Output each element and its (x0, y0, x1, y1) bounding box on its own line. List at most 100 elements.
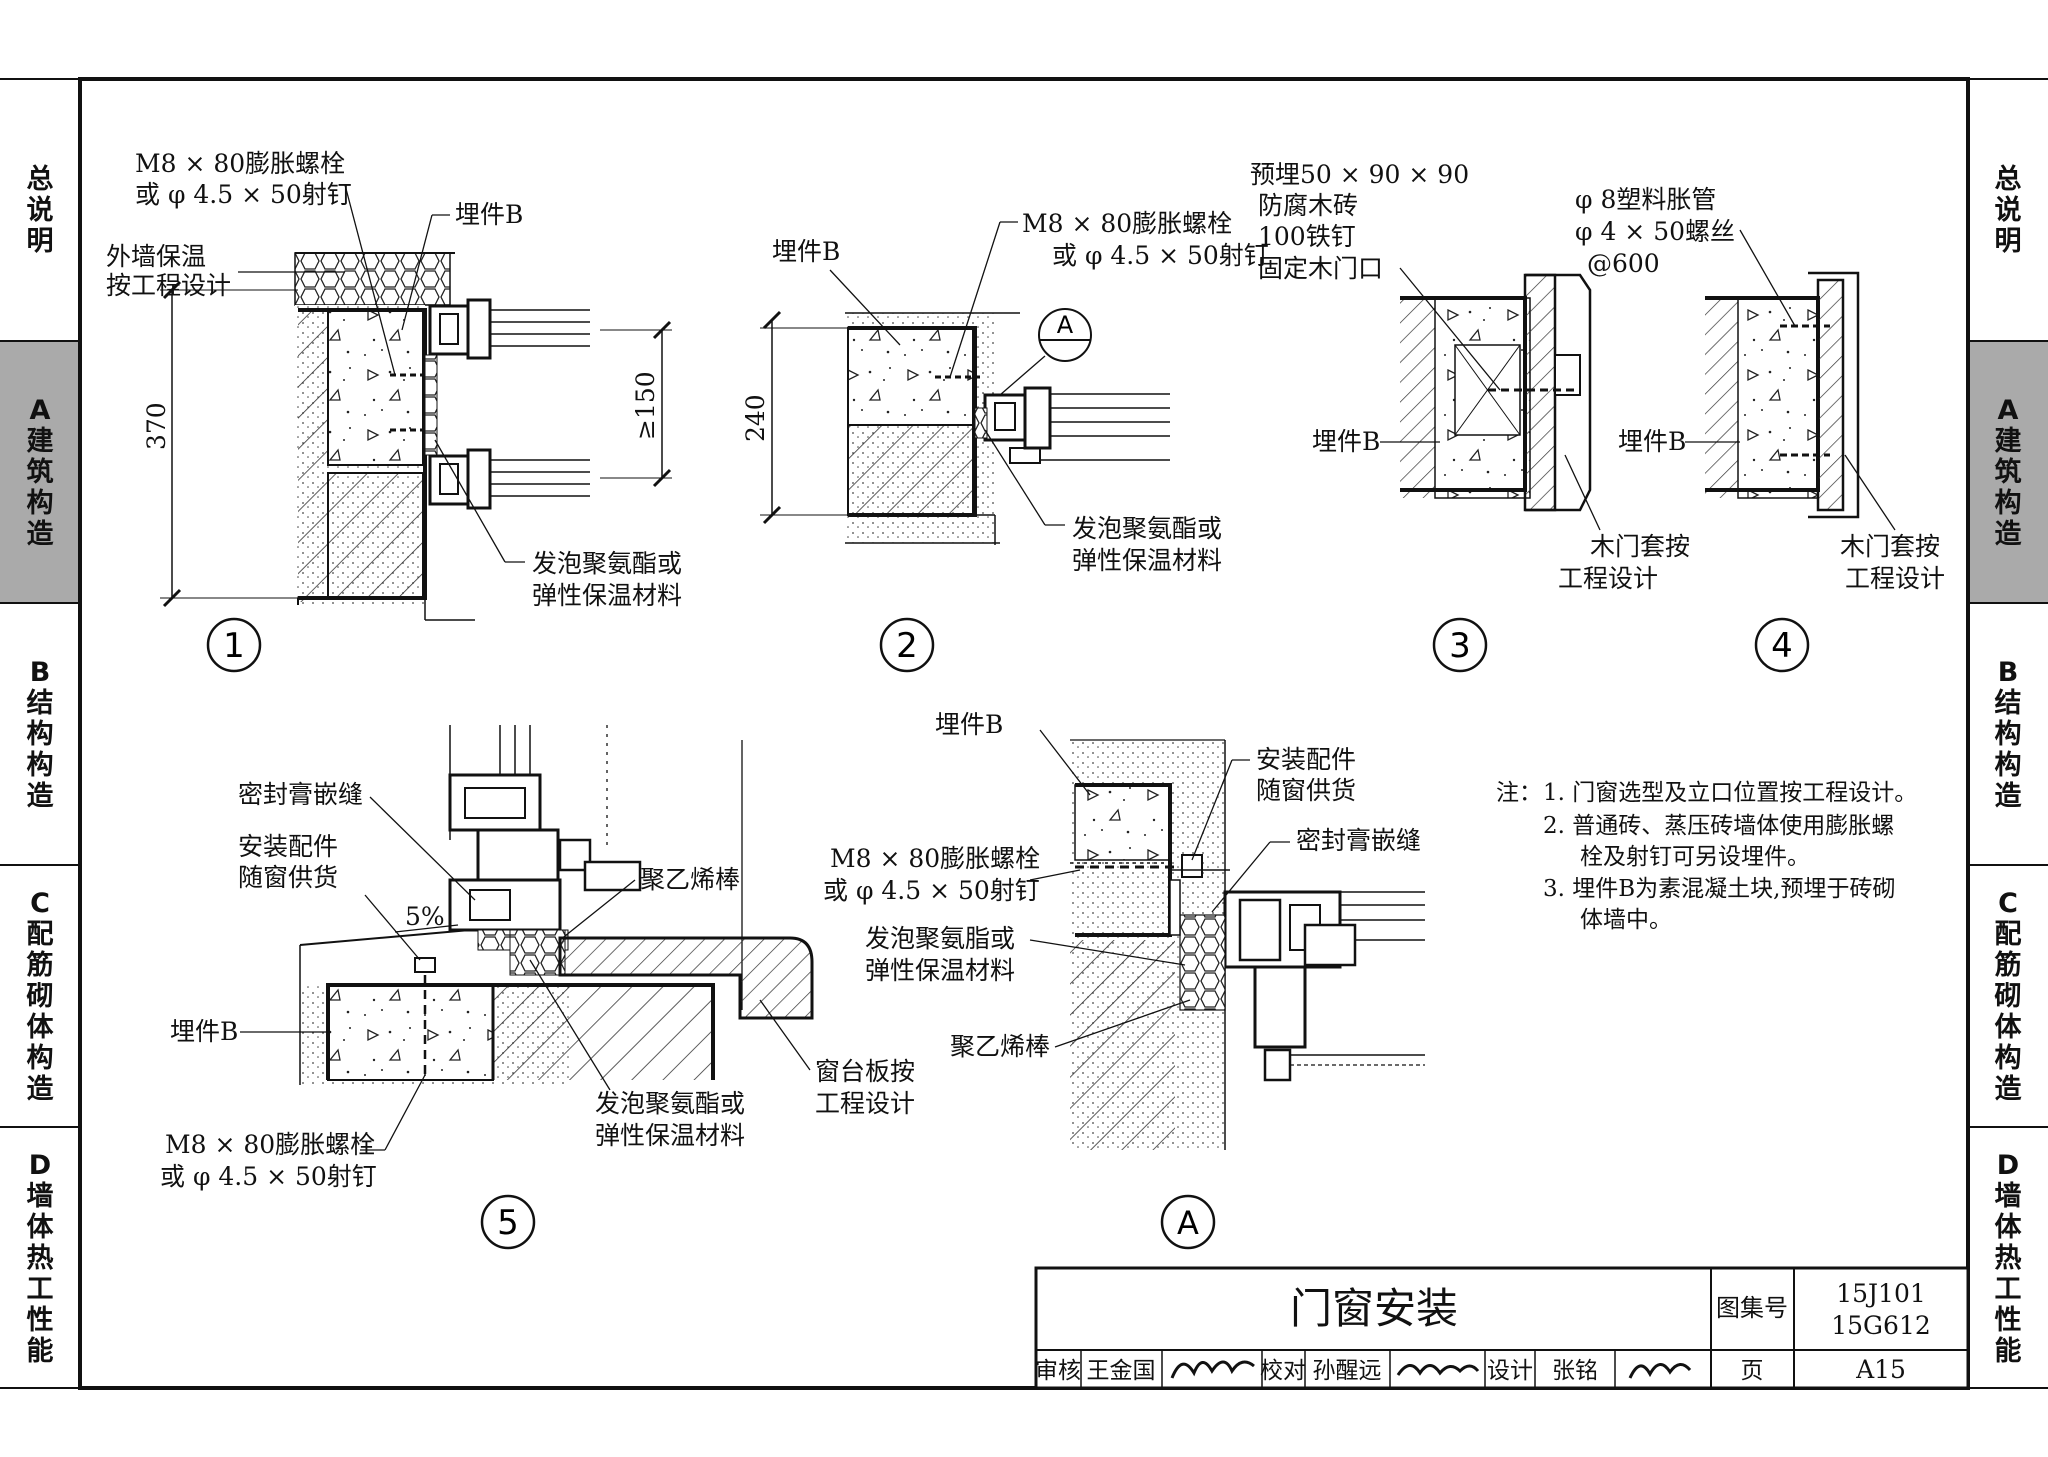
detail-5: 密封膏嵌缝 安装配件 随窗供货 5% 聚乙烯棒 埋件B 窗台板按 工程设计 发泡… (160, 725, 915, 1250)
note-3b: 体墙中。 (1580, 907, 1672, 933)
svg-text:2: 2 (896, 626, 918, 666)
embed-block-b-a (1074, 784, 1171, 861)
side-tab-general-right[interactable]: 总说明 (1994, 163, 2022, 257)
label-foam-5a: 发泡聚氨酯或 (595, 1089, 745, 1118)
label-3-line4: 固定木门口 (1258, 254, 1383, 283)
label-3-line3: 100铁钉 (1258, 222, 1356, 251)
window-sill-board (558, 936, 814, 1020)
label-pe-rod-a: 聚乙烯棒 (950, 1032, 1050, 1061)
label-foam-2b: 弹性保温材料 (1072, 546, 1222, 575)
label-sill-5b: 工程设计 (815, 1089, 915, 1118)
label-foam-a1: 发泡聚氨脂或 (865, 924, 1015, 953)
svg-text:1: 1 (223, 626, 245, 666)
label-bolt-5b: 或 φ 4.5 × 50射钉 (160, 1162, 377, 1191)
note-1: 1. 门窗选型及立口位置按工程设计。 (1543, 780, 1917, 806)
window-frame-lower (428, 448, 590, 510)
detail-4: φ 8塑料胀管 φ 4 × 50螺丝 @600 埋件B 木门套按 工程设计 4 (1575, 185, 1945, 673)
label-pe-rod-5: 聚乙烯棒 (640, 865, 740, 894)
detail-2: A 240 埋件B M8 × 80膨胀螺栓 或 φ 4.5 × 50射钉 发泡聚… (741, 209, 1269, 673)
detail-number-5 (480, 1194, 536, 1250)
notes-prefix: 注： (1496, 780, 1542, 806)
label-insul-1a: 外墙保温 (106, 242, 206, 271)
label-embed-4: 埋件B (1618, 427, 1686, 456)
design-label: 设计 (1487, 1358, 1533, 1384)
embed-block-b-2 (847, 327, 974, 426)
window-frame-a (1223, 890, 1425, 1082)
dim-370: 370 (142, 402, 171, 450)
label-embed-2: 埋件B (772, 237, 840, 266)
embed-block-b (327, 309, 424, 466)
dim-150: ≥150 (631, 371, 660, 440)
label-4-line2: φ 4 × 50螺丝 (1575, 217, 1735, 246)
svg-text:A: A (1057, 311, 1074, 339)
label-4-line3: @600 (1587, 249, 1660, 278)
detail-number-4 (1754, 617, 1810, 673)
side-tab-general[interactable]: 总说明 (26, 163, 54, 257)
label-foam-a2: 弹性保温材料 (865, 956, 1015, 985)
page-number: A15 (1855, 1355, 1906, 1384)
atlas-number-1: 15J101 (1836, 1279, 1926, 1308)
note-2b: 栓及射钉可另设埋件。 (1580, 844, 1810, 870)
designer-signature (1628, 1363, 1692, 1379)
label-bolt-5a: M8 × 80膨胀螺栓 (165, 1130, 375, 1159)
note-2a: 2. 普通砖、蒸压砖墙体使用膨胀螺 (1543, 813, 1894, 839)
detail-number-2 (879, 617, 935, 673)
check-label: 校对 (1260, 1358, 1306, 1384)
checker-signature (1396, 1364, 1480, 1376)
detail-a: 埋件B 安装配件 随窗供货 密封膏嵌缝 M8 × 80膨胀螺栓 或 φ 4.5 … (823, 710, 1425, 1250)
label-embed-5: 埋件B (170, 1017, 238, 1046)
reviewer-signature (1170, 1360, 1255, 1379)
label-bolt-a2: 或 φ 4.5 × 50射钉 (823, 876, 1040, 905)
label-4-line1: φ 8塑料胀管 (1575, 185, 1716, 214)
review-label: 审核 (1035, 1358, 1081, 1384)
label-foam-1a: 发泡聚氨酯或 (532, 549, 682, 578)
label-embed-a: 埋件B (935, 710, 1003, 739)
label-bolt-2a: M8 × 80膨胀螺栓 (1022, 209, 1232, 238)
designer-name: 张铭 (1552, 1358, 1598, 1384)
embed-block-b-4 (1737, 297, 1819, 499)
detail-number-1 (206, 617, 262, 673)
label-3-line2: 防腐木砖 (1258, 191, 1358, 220)
label-bolt-1a: M8 × 80膨胀螺栓 (135, 149, 345, 178)
label-seal-5: 密封膏嵌缝 (238, 780, 363, 809)
label-fitting-a1: 安装配件 (1256, 745, 1356, 774)
window-frame-upper (428, 298, 590, 360)
window-sill-frame (448, 773, 642, 932)
door-casing-3 (1523, 273, 1557, 512)
callout-a (1038, 308, 1092, 362)
label-bolt-2b: 或 φ 4.5 × 50射钉 (1052, 241, 1269, 270)
door-casing-4 (1816, 278, 1845, 512)
label-sill-5a: 窗台板按 (815, 1057, 915, 1086)
title-block: 门窗安装 图集号 15J101 15G612 审核 王金国 校对 孙醒远 设计 … (1034, 1266, 1970, 1390)
atlas-label: 图集号 (1716, 1294, 1788, 1322)
svg-text:5: 5 (497, 1203, 519, 1243)
label-embed-3: 埋件B (1312, 427, 1380, 456)
brick-wall (327, 472, 424, 599)
label-fitting-a2: 随窗供货 (1256, 776, 1356, 805)
window-frame-2 (983, 386, 1170, 464)
label-casing-4b: 工程设计 (1845, 564, 1945, 593)
label-seal-a: 密封膏嵌缝 (1296, 826, 1421, 855)
insulation-layer (294, 252, 451, 306)
dim-240: 240 (741, 394, 770, 442)
note-3a: 3. 埋件B为素混凝土块,预埋于砖砌 (1543, 876, 1895, 902)
checker-name: 孙醒远 (1313, 1358, 1382, 1384)
detail-number-a (1160, 1194, 1216, 1250)
label-insul-1b: 按工程设计 (106, 271, 231, 300)
notes: 注： 1. 门窗选型及立口位置按工程设计。 2. 普通砖、蒸压砖墙体使用膨胀螺 … (1496, 780, 1917, 933)
label-casing-4a: 木门套按 (1840, 532, 1940, 561)
atlas-number-2: 15G612 (1831, 1311, 1931, 1340)
detail-1: 370 ≥150 M8 × 80膨胀螺栓 或 φ 4.5 × 50射钉 埋件B … (106, 149, 682, 673)
label-foam-5b: 弹性保温材料 (595, 1121, 745, 1150)
svg-text:3: 3 (1449, 626, 1471, 666)
detail-number-3 (1432, 617, 1488, 673)
